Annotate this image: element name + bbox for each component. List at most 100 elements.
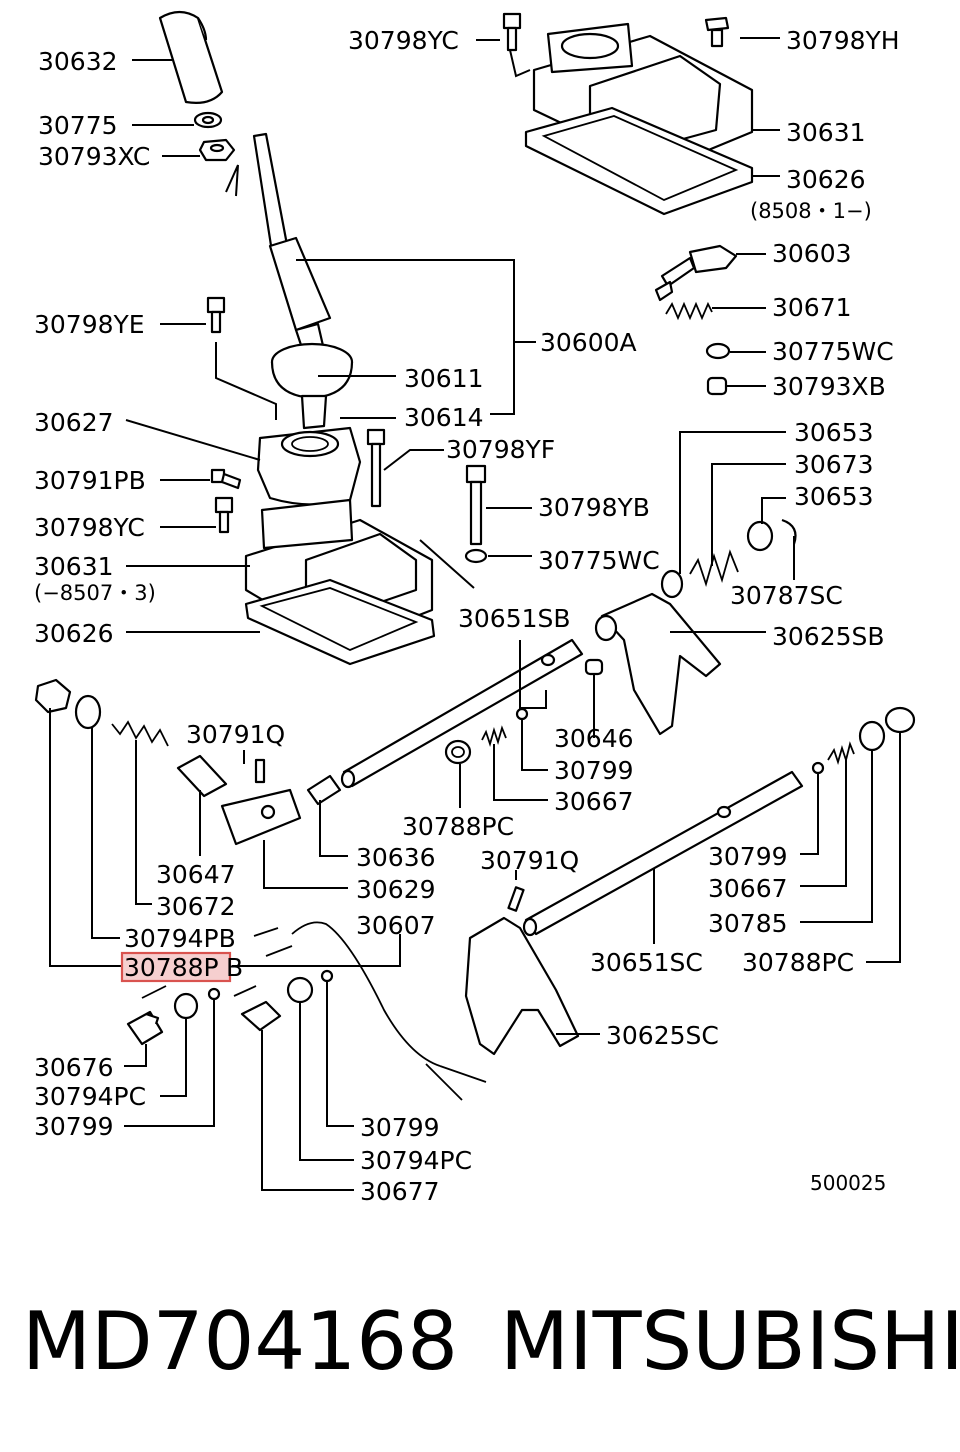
label-30632: 30632	[38, 47, 118, 76]
shaft-30651sb-drawing	[340, 638, 584, 789]
label-30791q-a: 30791Q	[186, 720, 285, 749]
label-30636: 30636	[356, 843, 436, 872]
label-30775wc-top: 30775WC	[772, 337, 894, 366]
label-30794pc-b: 30794PC	[360, 1146, 472, 1175]
label-30799-d: 30799	[360, 1113, 440, 1142]
gasket-30626-upper-drawing	[524, 106, 754, 216]
label-30626-mid: 30626	[34, 619, 114, 648]
label-30785: 30785	[708, 909, 788, 938]
footer-part-number: MD704168	[22, 1295, 459, 1388]
label-30798yh: 30798YH	[786, 26, 900, 55]
bolt-30798ye-drawing	[206, 296, 277, 420]
washer-30794pc-b-drawing	[286, 976, 314, 1004]
label-30667-b: 30667	[708, 874, 788, 903]
pin-30791q-a-drawing	[254, 758, 266, 784]
bolt-30798yh-drawing	[704, 16, 730, 48]
label-30627: 30627	[34, 408, 114, 437]
label-30651sb: 30651SB	[458, 604, 571, 633]
ball-30799-a-drawing	[515, 707, 529, 721]
label-30647: 30647	[156, 860, 236, 889]
bolt-30798yb-drawing	[465, 464, 487, 546]
label-30798yb: 30798YB	[538, 493, 650, 522]
washer-30775wc-mid-drawing	[464, 548, 488, 564]
washer-30794pb-drawing	[74, 694, 102, 730]
lever-housing-30611-drawing	[270, 342, 354, 430]
nut-30793xc-drawing	[198, 138, 236, 162]
wire-30607-drawing	[253, 921, 487, 1101]
ball-30799-b-drawing	[811, 761, 825, 775]
spring-30667-a-drawing	[481, 725, 507, 748]
pin-30791q-b-drawing	[507, 886, 525, 912]
shaft-30651sc-drawing	[522, 770, 804, 937]
label-30788pb-suffix: B	[226, 953, 243, 982]
label-30631-top: 30631	[786, 118, 866, 147]
plug-30788pb-drawing	[34, 678, 72, 714]
bolt-30798yf-drawing	[366, 428, 386, 508]
spring-30671-drawing	[665, 301, 713, 321]
bolt-30791pb-drawing	[210, 468, 242, 490]
label-30673: 30673	[794, 450, 874, 479]
label-30625sc: 30625SC	[606, 1021, 719, 1050]
label-30775wc-mid: 30775WC	[538, 546, 660, 575]
switch-30677-drawing	[233, 985, 282, 1032]
highlight-box	[120, 951, 232, 983]
sleeve-30636-drawing	[306, 774, 342, 806]
label-8508: (8508・1−)	[750, 199, 872, 223]
label-30626-top: 30626	[786, 165, 866, 194]
label-8507: (−8507・3)	[34, 581, 156, 605]
spring-30667-b-drawing	[827, 741, 855, 766]
fork-30625sb-drawing	[594, 592, 722, 736]
bolt-30798yc-top-drawing	[502, 12, 522, 52]
fork-30625sc-drawing	[464, 916, 580, 1056]
label-30631-mid: 30631	[34, 552, 114, 581]
spring-30672-drawing	[111, 720, 169, 747]
label-30791pb: 30791PB	[34, 466, 146, 495]
label-30667-a: 30667	[554, 787, 634, 816]
spring-30673-drawing	[689, 549, 739, 588]
label-30799-b: 30799	[708, 842, 788, 871]
block-30629-drawing	[220, 788, 302, 846]
shift-lever-drawing	[225, 132, 332, 356]
ball-30799-d-drawing	[320, 969, 334, 983]
leader-lines	[49, 37, 901, 1191]
label-30794pb: 30794PB	[124, 924, 236, 953]
housing-30631-upper-drawing	[509, 22, 754, 172]
lever-30603-drawing	[654, 244, 738, 302]
label-30677: 30677	[360, 1177, 440, 1206]
footer-brand: MITSUBISHI	[500, 1295, 960, 1388]
label-30799-a: 30799	[554, 756, 634, 785]
ring-30653-b-drawing	[746, 520, 774, 552]
label-30798ye: 30798YE	[34, 310, 145, 339]
label-30799-c: 30799	[34, 1112, 114, 1141]
label-30793xb: 30793XB	[772, 372, 886, 401]
shift-knob-drawing	[158, 10, 224, 104]
part-labels: 30632 30775 30793XC 30798YC 30798YH 3063…	[34, 26, 900, 1206]
label-30794pc-a: 30794PC	[34, 1082, 146, 1111]
pin-30646-drawing	[584, 658, 604, 676]
label-30671: 30671	[772, 293, 852, 322]
label-30603: 30603	[772, 239, 852, 268]
sleeve-30647-drawing	[176, 754, 228, 798]
label-30676: 30676	[34, 1053, 114, 1082]
label-30788pb-highlighted: 30788P	[124, 953, 219, 982]
label-30646: 30646	[554, 724, 634, 753]
boot-30627-drawing	[256, 426, 362, 506]
label-30798yc-top: 30798YC	[348, 26, 459, 55]
label-30788pc-b: 30788PC	[742, 948, 854, 977]
gasket-30626-lower-drawing	[244, 578, 436, 666]
bolt-30798yc-mid-drawing	[214, 496, 234, 534]
footer: MD704168 MITSUBISHI	[0, 1292, 960, 1412]
plug-30788pc-b-drawing	[884, 706, 916, 734]
label-30793xc: 30793XC	[38, 142, 150, 171]
label-30611: 30611	[404, 364, 484, 393]
washer-30785-drawing	[858, 720, 886, 752]
label-30791q-b: 30791Q	[480, 846, 579, 875]
label-30607: 30607	[356, 911, 436, 940]
label-30614: 30614	[404, 403, 484, 432]
ring-30653-a-drawing	[660, 569, 684, 599]
label-30625sb: 30625SB	[772, 622, 885, 651]
switch-30676-drawing	[126, 985, 167, 1046]
washer-30775wc-top-drawing	[705, 342, 731, 360]
label-30798yf: 30798YF	[446, 435, 555, 464]
